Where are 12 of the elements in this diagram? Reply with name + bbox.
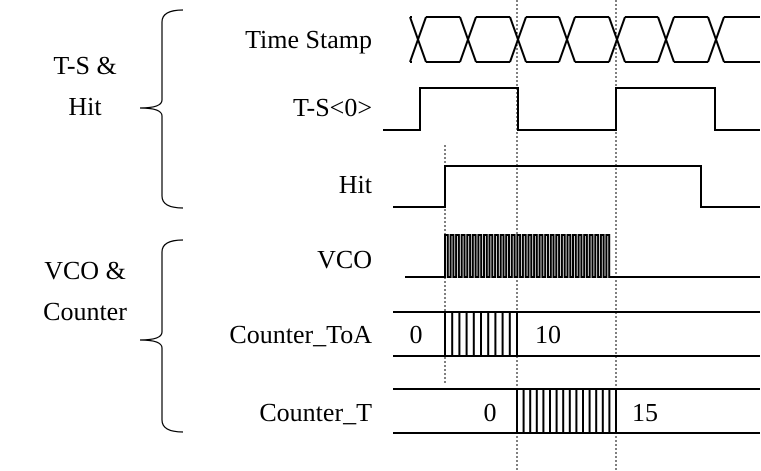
bus-value: 0 — [410, 319, 422, 351]
group-label: VCO & Counter — [42, 255, 128, 328]
signal-name: T-S<0> — [293, 92, 372, 124]
bus-value: 15 — [632, 397, 658, 429]
group-label: T-S & Hit — [52, 50, 118, 123]
bus-value: 10 — [535, 319, 561, 351]
signal-name: Hit — [338, 169, 372, 201]
bus-value: 0 — [484, 397, 496, 429]
signal-name: Counter_ToA — [229, 319, 372, 351]
signal-name: Time Stamp — [245, 24, 372, 56]
signal-name: Counter_T — [259, 397, 372, 429]
signal-name: VCO — [317, 244, 372, 276]
